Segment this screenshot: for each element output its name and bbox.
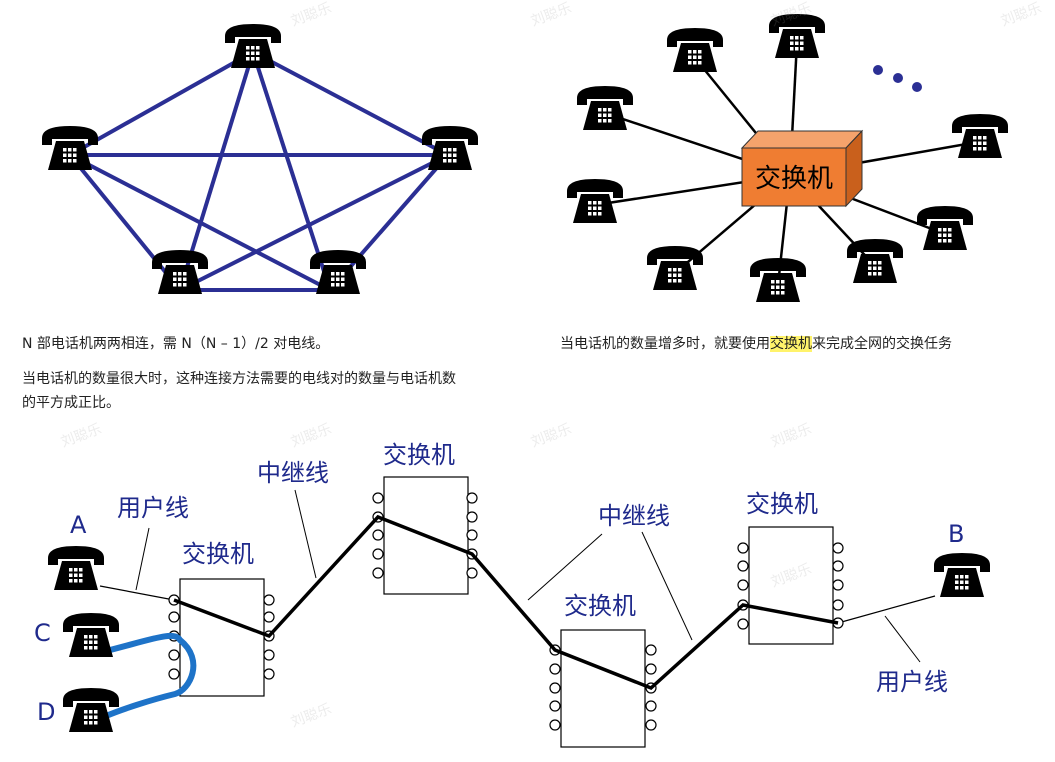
telephone-icon	[225, 24, 281, 68]
star-caption: 当电话机的数量增多时，就要使用交换机来完成全网的交换任务	[560, 332, 952, 356]
switch-box	[560, 629, 646, 748]
telephone-icon	[952, 114, 1008, 158]
mesh-line	[179, 153, 449, 292]
star-caption-after: 来完成全网的交换任务	[812, 336, 952, 352]
pointer-arrow	[641, 531, 693, 641]
user-line-label-left: 用户线	[117, 494, 189, 522]
pointer-arrow	[135, 527, 150, 591]
telephone-icon	[934, 553, 990, 597]
telephone-icon	[48, 546, 104, 590]
call-path	[173, 514, 839, 691]
switch-chain-diagram: A B C D 用户线 用户线 中继线 中继线 交换机 交换机 交换机 交换机	[34, 441, 990, 748]
trunk-label-2: 中继线	[598, 502, 670, 530]
telephone-icon	[63, 613, 119, 657]
star-caption-before: 当电话机的数量增多时，就要使用	[560, 336, 770, 352]
mesh-caption-line3: 的平方成正比。	[22, 395, 120, 411]
switch-label-3: 交换机	[564, 592, 636, 620]
mesh-line	[252, 50, 449, 157]
telephone-icon	[750, 258, 806, 302]
telephone-icon	[152, 250, 208, 294]
switch-label-2: 交换机	[383, 441, 455, 469]
user-line-label-right: 用户线	[876, 668, 948, 696]
user-line-b	[837, 595, 936, 624]
mesh-line	[69, 153, 331, 292]
pointer-arrow	[527, 533, 603, 601]
user-line-a	[99, 585, 175, 601]
label-b: B	[948, 520, 964, 548]
mesh-line	[68, 153, 182, 292]
mesh-line	[69, 50, 254, 157]
telephone-icon	[422, 126, 478, 170]
pointer-arrow	[884, 615, 921, 663]
telephone-icon	[667, 28, 723, 72]
ellipsis-dots-icon	[873, 65, 922, 92]
telephone-icon	[647, 246, 703, 290]
mesh-caption-line2: 当电话机的数量很大时，这种连接方法需要的电线对的数量与电话机数	[22, 371, 456, 387]
label-c: C	[34, 619, 51, 647]
mesh-line	[178, 51, 255, 291]
pointer-arrow	[294, 489, 317, 579]
switch-label: 交换机	[755, 164, 833, 194]
telephone-icon	[63, 688, 119, 732]
switch-ports	[168, 492, 844, 731]
switch-box: 交换机	[740, 129, 864, 208]
telephone-icon	[917, 206, 973, 250]
mesh-line	[251, 51, 332, 291]
switch-label-1: 交换机	[182, 540, 254, 568]
mesh-caption-line1: N 部电话机两两相连，需 N（N – 1）/2 对电线。	[22, 336, 330, 352]
telephone-icon	[310, 250, 366, 294]
star-caption-highlight: 交换机	[770, 336, 812, 352]
trunk-label-1: 中继线	[257, 459, 329, 487]
switch-label-4: 交换机	[746, 490, 818, 518]
full-mesh-diagram	[68, 50, 450, 292]
local-loop-c-d	[103, 632, 197, 719]
telephone-icon	[847, 239, 903, 283]
label-d: D	[37, 698, 55, 726]
label-a: A	[70, 511, 87, 539]
telephone-icon	[42, 126, 98, 170]
telephone-icon	[577, 86, 633, 130]
